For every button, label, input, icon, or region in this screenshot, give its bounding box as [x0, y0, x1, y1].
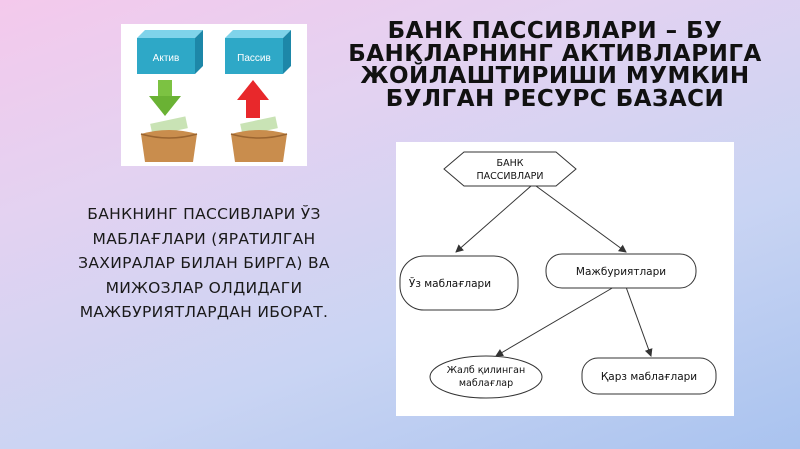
diagram-node-attracted-funds: Жалб қилинган маблағлар — [429, 355, 543, 399]
diagram-node-borrowed-funds: Қарз маблағлари — [581, 357, 717, 395]
slide-title: БАНК ПАССИВЛАРИ – БУ БАНКЛАРНИНГ АКТИВЛА… — [348, 18, 762, 112]
aktiv-label: Актив — [153, 53, 180, 64]
liabilities-label: Мажбуриятлари — [576, 266, 666, 278]
money-pocket-icon — [140, 116, 198, 162]
connector-liabilities-attracted — [495, 286, 615, 357]
aktiv-passiv-illustration: Актив Пассив — [121, 24, 307, 166]
attracted-label-line2: маблағлар — [459, 378, 513, 389]
diagram-node-own-funds: Ўз маблағлари — [399, 255, 519, 311]
arrow-down-icon — [149, 80, 181, 116]
slide-body-text: БАНКНИНГ ПАССИВЛАРИ ЎЗ МАБЛАҒЛАРИ (ЯРАТИ… — [78, 205, 330, 321]
diagram-node-root: БАНК ПАССИВЛАРИ — [443, 151, 577, 187]
passiv-label: Пассив — [237, 53, 271, 64]
money-pocket-icon — [230, 116, 288, 162]
connector-liabilities-borrowed — [625, 286, 653, 357]
connector-root-own — [455, 185, 532, 253]
aktiv-cube-icon: Актив — [137, 30, 203, 74]
attracted-label-line1: Жалб қилинган — [447, 365, 525, 376]
own-funds-label: Ўз маблағлари — [409, 277, 491, 290]
passiv-cube-icon: Пассив — [225, 30, 291, 74]
connector-root-liabilities — [535, 185, 627, 253]
borrowed-label: Қарз маблағлари — [601, 371, 697, 383]
root-label-line1: БАНК — [497, 158, 524, 169]
illustration-svg: Актив Пассив — [137, 30, 291, 162]
diagram-svg: БАНК ПАССИВЛАРИ Ўз маблағлари Мажбуриятл… — [399, 151, 717, 399]
diagram-node-liabilities: Мажбуриятлари — [545, 253, 697, 289]
bank-liabilities-diagram: БАНК ПАССИВЛАРИ Ўз маблағлари Мажбуриятл… — [396, 142, 734, 416]
root-label-line2: ПАССИВЛАРИ — [476, 171, 543, 182]
arrow-up-icon — [237, 80, 269, 118]
